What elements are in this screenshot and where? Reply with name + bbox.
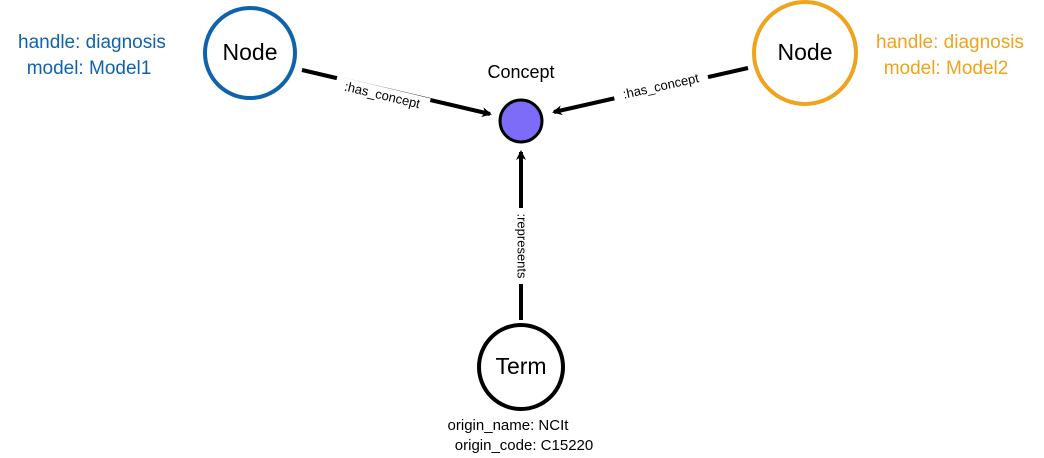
node-model1-model: model: Model1 [27, 58, 152, 79]
concept-label: Concept [487, 62, 554, 82]
node-model2-model: model: Model2 [884, 58, 1009, 79]
node-model1-handle: handle: diagnosis [18, 32, 166, 53]
edge-label-represents: :represents [512, 208, 530, 284]
term-label: Term [495, 353, 546, 379]
node-model2-handle: handle: diagnosis [876, 32, 1024, 53]
edge-label-has-concept-right: :has_concept [612, 67, 710, 107]
edge-label-text: :has_concept [343, 79, 422, 112]
term-circle [477, 323, 565, 411]
edge-label-text: :represents [515, 213, 530, 279]
node-model1-circle [203, 6, 297, 100]
edge-label-text: :has_concept [621, 70, 700, 101]
term-origin-code: origin_code: C15220 [455, 437, 593, 454]
edge-label-has-concept-left: :has_concept [333, 76, 431, 116]
node-model2-label: Node [778, 39, 833, 65]
term-origin-name: origin_name: NCIt [448, 417, 570, 434]
node-model2-circle [752, 0, 858, 106]
node-model1-label: Node [223, 39, 278, 65]
concept-circle [498, 98, 544, 144]
